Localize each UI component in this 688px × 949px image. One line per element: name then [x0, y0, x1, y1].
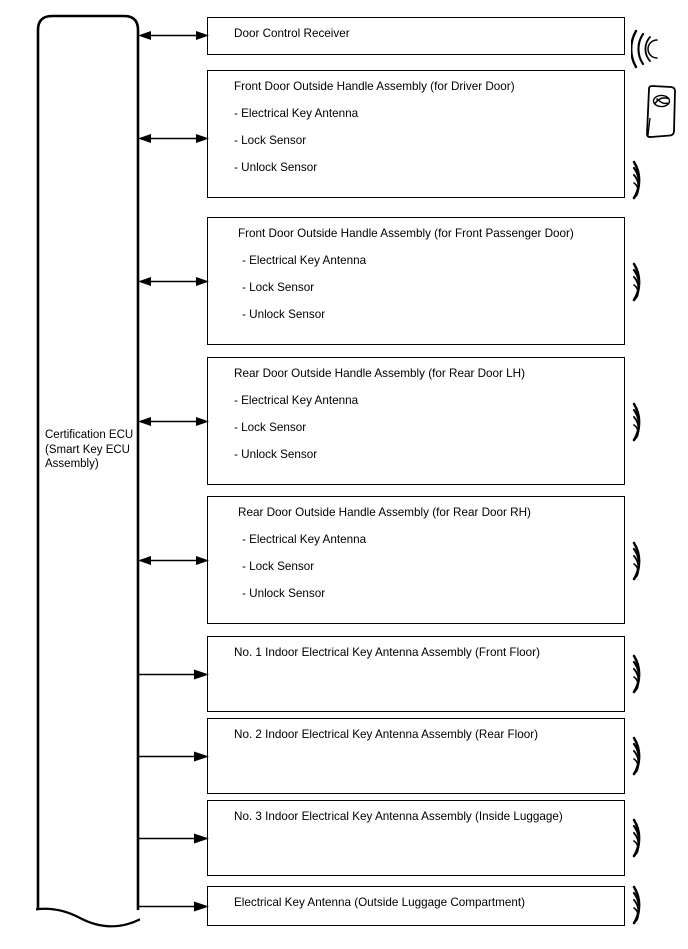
- node-rear-door-handle-lh: Rear Door Outside Handle Assembly (for R…: [207, 357, 625, 485]
- connector-bidirectional-door-control-receiver: [138, 31, 209, 40]
- connector-unidirectional-indoor-no3: [139, 833, 209, 844]
- connector-bidirectional-front-door-passenger: [138, 277, 209, 286]
- certification-ecu-shape: [36, 14, 140, 928]
- node-antenna-outside-luggage: Electrical Key Antenna (Outside Luggage …: [207, 886, 625, 926]
- node-title: No. 3 Indoor Electrical Key Antenna Asse…: [234, 810, 563, 823]
- certification-ecu-label: Certification ECU (Smart Key ECU Assembl…: [45, 429, 134, 470]
- node-item: - Unlock Sensor: [234, 448, 318, 461]
- node-indoor-antenna-no2: No. 2 Indoor Electrical Key Antenna Asse…: [207, 718, 625, 794]
- electrical-key-fob-icon: [646, 85, 676, 138]
- node-item: - Lock Sensor: [242, 560, 315, 573]
- node-title: Rear Door Outside Handle Assembly (for R…: [234, 367, 525, 380]
- node-front-door-handle-passenger: Front Door Outside Handle Assembly (for …: [207, 217, 625, 345]
- radio-wave-transmit-icon: [632, 541, 641, 581]
- node-item: - Unlock Sensor: [242, 587, 326, 600]
- node-item: - Unlock Sensor: [234, 161, 318, 174]
- connector-unidirectional-outside-luggage: [139, 901, 209, 912]
- node-item: - Electrical Key Antenna: [234, 394, 359, 407]
- node-item: - Unlock Sensor: [242, 308, 326, 321]
- node-front-door-handle-driver: Front Door Outside Handle Assembly (for …: [207, 70, 625, 198]
- radio-wave-transmit-icon: [632, 160, 641, 200]
- node-title: Electrical Key Antenna (Outside Luggage …: [234, 896, 526, 909]
- node-title: Door Control Receiver: [234, 27, 350, 40]
- node-item: - Lock Sensor: [234, 134, 307, 147]
- node-title: No. 2 Indoor Electrical Key Antenna Asse…: [234, 728, 539, 741]
- node-item: - Lock Sensor: [234, 421, 307, 434]
- node-rear-door-handle-rh: Rear Door Outside Handle Assembly (for R…: [207, 496, 625, 624]
- connector-bidirectional-rear-door-rh: [138, 556, 209, 565]
- node-item: - Electrical Key Antenna: [234, 107, 359, 120]
- connector-bidirectional-rear-door-lh: [138, 417, 209, 426]
- radio-wave-transmit-icon: [632, 736, 641, 776]
- radio-wave-receive-icon: [631, 29, 658, 69]
- connector-unidirectional-indoor-no2: [139, 751, 209, 762]
- node-title: Front Door Outside Handle Assembly (for …: [234, 80, 515, 93]
- node-title: Rear Door Outside Handle Assembly (for R…: [238, 506, 531, 519]
- radio-wave-transmit-icon: [632, 885, 641, 925]
- node-title: No. 1 Indoor Electrical Key Antenna Asse…: [234, 646, 540, 659]
- radio-wave-transmit-icon: [632, 402, 641, 442]
- node-item: - Lock Sensor: [242, 281, 315, 294]
- node-door-control-receiver: Door Control Receiver: [207, 17, 625, 55]
- node-indoor-antenna-no1: No. 1 Indoor Electrical Key Antenna Asse…: [207, 636, 625, 712]
- node-indoor-antenna-no3: No. 3 Indoor Electrical Key Antenna Asse…: [207, 800, 625, 876]
- node-title: Front Door Outside Handle Assembly (for …: [238, 227, 574, 240]
- radio-wave-transmit-icon: [632, 654, 641, 694]
- radio-wave-transmit-icon: [632, 262, 641, 302]
- connector-unidirectional-indoor-no1: [139, 669, 209, 680]
- node-item: - Electrical Key Antenna: [242, 254, 367, 267]
- connector-bidirectional-front-door-driver: [138, 134, 209, 143]
- node-item: - Electrical Key Antenna: [242, 533, 367, 546]
- radio-wave-transmit-icon: [632, 818, 641, 858]
